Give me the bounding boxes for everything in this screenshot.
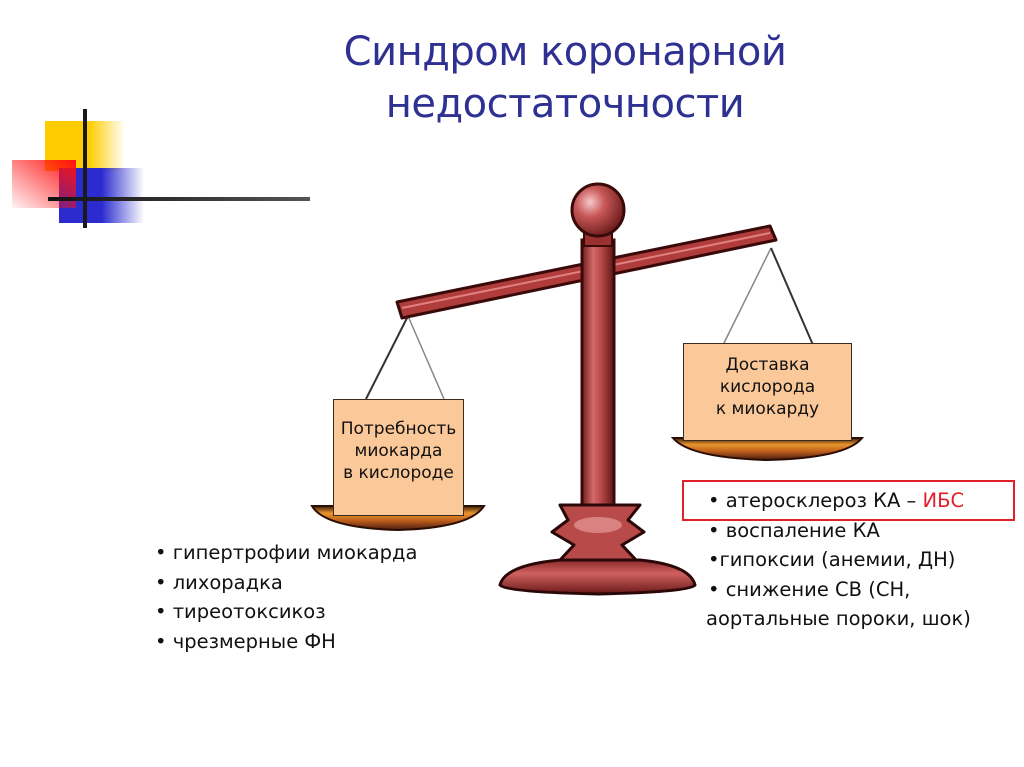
oxygen-supply-label: Доставка кислорода к миокарду (683, 343, 852, 441)
deco-horizontal-line (48, 197, 310, 201)
demand-label-line: в кислороде (343, 463, 454, 483)
list-item: • чрезмерные ФН (155, 629, 336, 653)
title-line-2: недостаточности (385, 81, 745, 127)
list-item-highlighted: • атеросклероз КА – ИБС (708, 486, 971, 516)
right-pan-strings (722, 247, 814, 346)
demand-label-line: миокарда (354, 441, 443, 461)
supply-label-line: Доставка (725, 355, 810, 375)
scale-base (498, 558, 697, 596)
oxygen-demand-label: Потребность миокарда в кислороде (333, 399, 464, 516)
list-item: • гипертрофии миокарда (155, 541, 418, 564)
title-line-1: Синдром коронарной (343, 29, 787, 75)
supply-label-line: к миокарду (715, 399, 820, 419)
demand-factors-list: • гипертрофии миокарда • лихорадка • тир… (155, 538, 417, 656)
scale-pole (580, 238, 616, 512)
list-item: •гипоксии (анемии, ДН) (708, 548, 956, 571)
slide-title: Синдром коронарной недостаточности (300, 26, 830, 130)
ibs-highlight-frame (682, 480, 1015, 521)
list-item: • лихорадка (155, 570, 283, 594)
left-pan-strings (365, 315, 445, 400)
list-item: • воспаление КА (708, 518, 880, 542)
supply-label-line: кислорода (719, 377, 816, 397)
highlighted-item-text: • атеросклероз КА – (708, 489, 923, 512)
deco-vertical-line (83, 109, 87, 228)
decorative-corner-graphic (12, 109, 310, 228)
scale-top-knob (570, 182, 626, 238)
ibs-emphasis-text: ИБС (922, 489, 965, 512)
demand-label-line: Потребность (340, 419, 457, 439)
list-item: • тиреотоксикоз (155, 600, 326, 623)
list-item: • снижение СВ (СН, (708, 577, 911, 601)
right-scale-pan (670, 437, 865, 462)
list-item: аортальные пороки, шок) (706, 607, 971, 630)
supply-factors-list: • атеросклероз КА – ИБС • воспаление КА … (706, 486, 971, 634)
